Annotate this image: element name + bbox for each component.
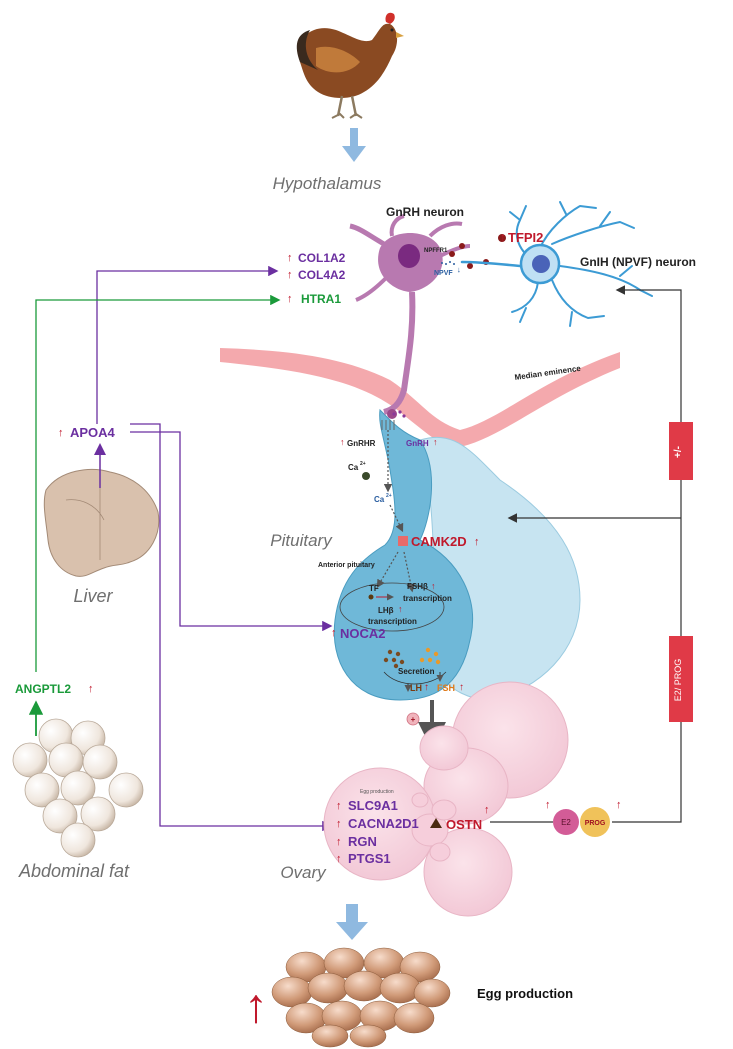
ca-sup-1: 2+	[360, 461, 366, 467]
rgn-label: RGN	[348, 834, 377, 849]
tfpi2-label: TFPI2	[508, 230, 543, 245]
col1a2-arrow: ↑	[287, 252, 293, 264]
apoa4-ovary-line	[130, 423, 333, 832]
abdominal-fat-label: Abdominal fat	[18, 861, 130, 881]
chicken-illustration	[296, 12, 404, 119]
fshb-arrow: ↑	[431, 581, 436, 591]
ostn-label: OSTN	[446, 817, 482, 832]
liver-label: Liver	[73, 586, 113, 606]
plus-badge	[406, 712, 420, 726]
tfpi2-arrow: ↑	[500, 230, 506, 244]
ovary-label: Ovary	[280, 863, 327, 882]
gnrh-arrow: ↑	[433, 437, 438, 447]
camk2d-label: CAMK2D	[411, 534, 467, 549]
noca2-arrow: ↑	[331, 627, 337, 639]
ovary-illustration	[323, 681, 569, 917]
ca-label-2: Ca	[374, 495, 385, 504]
tf-label: TF	[369, 584, 379, 593]
htra1-arrow: ↑	[287, 293, 293, 305]
apoa4-arrow: ↑	[58, 427, 64, 439]
fshb-transcription-label: transcription	[403, 594, 452, 603]
anterior-pituitary-label: Anterior pituitary	[318, 562, 375, 569]
apoa4-col-line	[96, 265, 279, 424]
cacna2d1-arrow: ↑	[336, 818, 342, 830]
angptl2-arrow: ↑	[88, 683, 94, 695]
col4a2-arrow: ↑	[287, 269, 293, 281]
noca2-label: NOCA2	[340, 626, 386, 641]
col4a2-label: COL4A2	[298, 268, 346, 282]
egg-production-arrow: ↑	[244, 980, 268, 1033]
lh-arrow: ↑	[424, 682, 429, 693]
feedback-line	[612, 285, 682, 823]
gnrhr-receptor	[381, 410, 406, 430]
secretion-label: Secretion	[398, 667, 435, 676]
abdominal-fat-illustration	[12, 718, 144, 858]
angptl2-htra1-line	[35, 294, 281, 672]
e2-prog-label: E2/ PROG	[673, 659, 683, 702]
egg-production-label: Egg production	[477, 986, 573, 1001]
cacna2d1-label: CACNA2D1	[348, 816, 419, 831]
e2-arrow: ↑	[545, 799, 551, 811]
plus-label: +	[411, 715, 416, 724]
e2-circle	[553, 809, 579, 835]
ostn-triangle-icon	[430, 818, 442, 828]
prog-label: PROG	[585, 820, 606, 827]
lhb-arrow: ↑	[398, 604, 403, 614]
pituitary-label: Pituitary	[270, 531, 333, 550]
ptgs1-arrow: ↑	[336, 853, 342, 865]
fshb-label: FSHβ	[407, 582, 428, 591]
gnih-neuron-label: GnIH (NPVF) neuron	[580, 255, 696, 269]
eggs-illustration	[271, 947, 451, 1048]
npvf-arrow: ↑	[457, 266, 461, 275]
liver-illustration	[43, 469, 160, 577]
plus-minus-label: +/-	[673, 446, 684, 458]
fsh-label: FSH	[437, 683, 455, 693]
gnrhr-arrow: ↑	[340, 437, 345, 447]
down-arrow-icon	[342, 128, 366, 162]
slc9a1-arrow: ↑	[336, 800, 342, 812]
gnrhr-label: GnRHR	[347, 439, 376, 448]
ca-sup-2: 2+	[386, 493, 392, 499]
col1a2-label: COL1A2	[298, 251, 346, 265]
slc9a1-label: SLC9A1	[348, 798, 398, 813]
lhb-label: LHβ	[378, 606, 394, 615]
gnih-neuron	[460, 201, 653, 327]
camk2d-marker	[398, 536, 408, 546]
e2-label: E2	[561, 818, 571, 827]
tf-marker	[368, 594, 374, 600]
fsh-granules	[419, 647, 441, 665]
htra1-label: HTRA1	[301, 292, 341, 306]
lh-label: LH	[410, 683, 422, 693]
apoa4-noca2-line	[130, 431, 333, 632]
gnrh-neuron-label: GnRH neuron	[386, 205, 464, 219]
camk2d-arrow: ↑	[474, 536, 480, 548]
pituitary	[333, 408, 581, 701]
plus-minus-box	[669, 422, 693, 480]
gnrh-label: GnRH	[406, 439, 429, 448]
fsh-arrow: ↑	[459, 682, 464, 693]
npvf-label: NPVF	[434, 270, 453, 277]
ptgs1-label: PTGS1	[348, 851, 391, 866]
rgn-arrow: ↑	[336, 836, 342, 848]
hypothalamus-label: Hypothalamus	[273, 174, 382, 193]
lhb-transcription-label: transcription	[368, 617, 417, 626]
apoa4-label: APOA4	[70, 425, 116, 440]
ostn-arrow: ↑	[484, 804, 490, 816]
angptl2-label: ANGPTL2	[15, 682, 71, 696]
ca-label-1: Ca	[348, 463, 359, 472]
e2-prog-box	[669, 636, 693, 722]
down-arrow-icon	[336, 904, 368, 940]
npffr1-label: NPFFR1	[424, 248, 448, 254]
prog-arrow: ↑	[616, 799, 622, 811]
lh-granules	[383, 649, 405, 669]
gnrh-neuron	[349, 214, 506, 419]
median-eminence	[220, 348, 620, 448]
egg-production-small-label: Egg production	[360, 789, 394, 795]
prog-circle	[580, 807, 610, 837]
ca-channel	[362, 472, 370, 480]
